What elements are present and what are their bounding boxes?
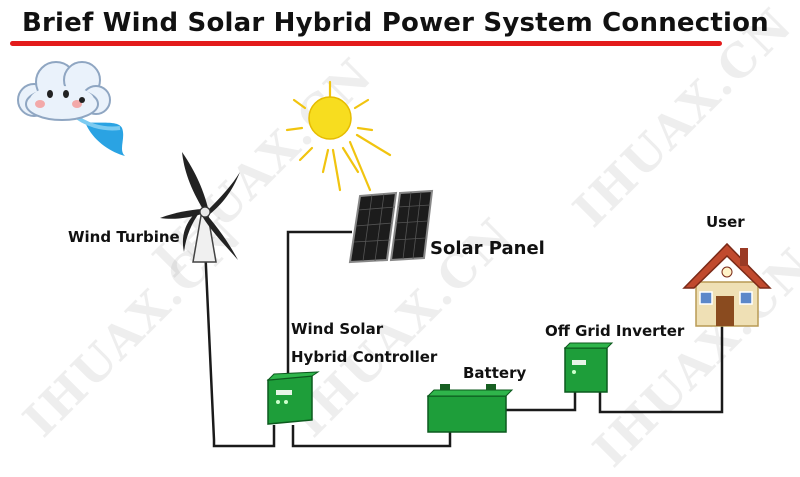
user-label: User	[706, 213, 745, 231]
wire-turbine-to-controller	[202, 223, 276, 448]
wire-battery-to-inverter	[503, 392, 577, 412]
controller-label-line1: Wind Solar	[291, 320, 384, 338]
house-icon	[682, 242, 772, 327]
wind-turbine-label: Wind Turbine	[68, 228, 180, 246]
page-title: Brief Wind Solar Hybrid Power System Con…	[22, 8, 769, 38]
controller-label-line2: Hybrid Controller	[291, 348, 438, 366]
title-underline	[10, 41, 722, 46]
sun-icon	[285, 80, 392, 192]
wind-turbine-icon	[160, 152, 240, 263]
cloud-wind-icon	[17, 61, 125, 156]
diagram-graphics	[17, 61, 772, 448]
wiring	[202, 223, 724, 448]
wire-panel-to-controller	[286, 230, 352, 380]
hybrid-controller-icon	[266, 371, 320, 425]
diagram-canvas: IHUAX.CN IHUAX.CN IHUAX.CN IHUAX.CN IHUA…	[10, 0, 800, 477]
wire-controller-to-battery	[291, 425, 452, 448]
solar-panel-icon	[348, 189, 434, 264]
solar-panel-label: Solar Panel	[430, 238, 545, 259]
inverter-label: Off Grid Inverter	[545, 322, 685, 340]
battery-label: Battery	[463, 364, 527, 382]
off-grid-inverter-icon	[563, 342, 614, 393]
wire-inverter-to-house	[598, 326, 724, 414]
battery-icon	[426, 384, 514, 433]
